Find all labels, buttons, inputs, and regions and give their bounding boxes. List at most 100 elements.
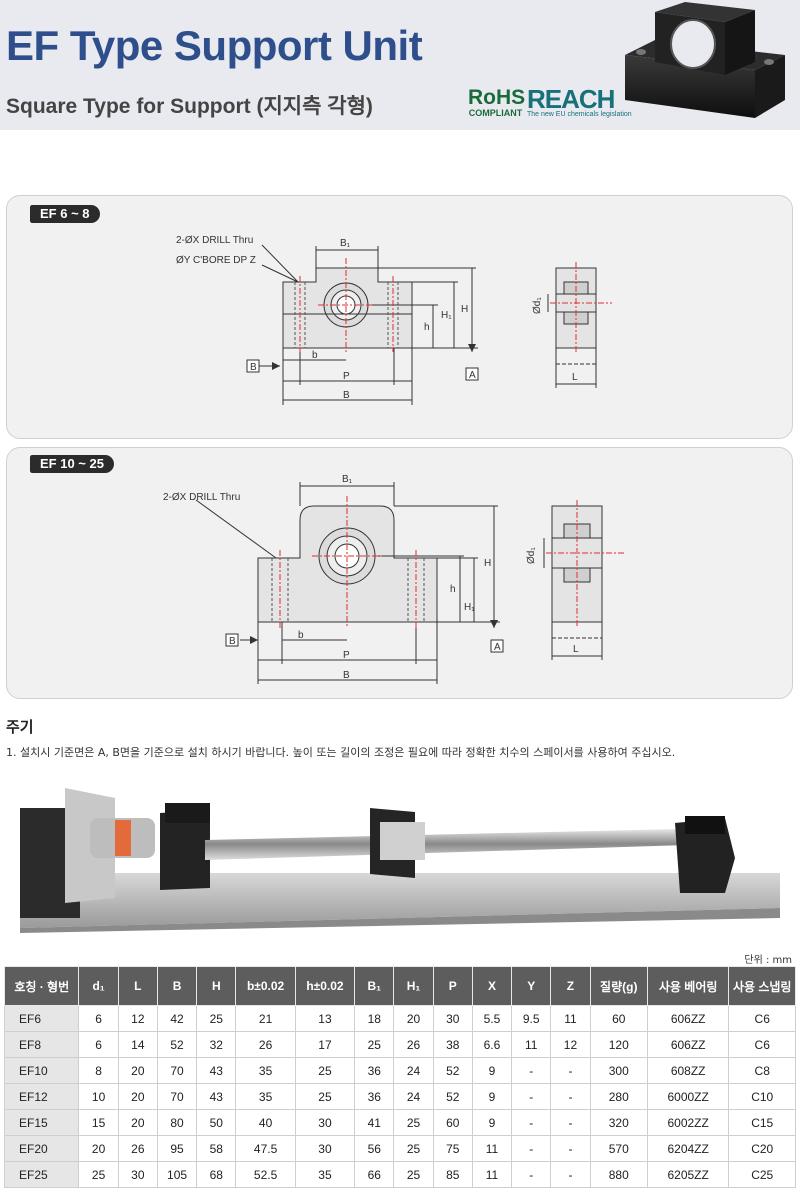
notes-title: 주기 — [6, 718, 34, 736]
table-cell: 30 — [294, 1109, 356, 1136]
table-cell: 24 — [393, 1057, 434, 1084]
table-cell: 80 — [156, 1109, 198, 1136]
d2-label-h1: H₁ — [464, 602, 475, 613]
panel-tag-ef10-25: EF 10 ~ 25 — [30, 455, 114, 473]
page-title: EF Type Support Unit — [6, 22, 423, 69]
table-cell: 6204ZZ — [646, 1135, 730, 1162]
table-cell: 9 — [471, 1083, 513, 1110]
table-cell: 26 — [393, 1031, 434, 1058]
table-cell: 25 — [294, 1057, 356, 1084]
table-cell: C25 — [728, 1161, 796, 1188]
table-cell: 66 — [354, 1161, 395, 1188]
table-cell: 14 — [117, 1031, 158, 1058]
th-b1: B₁ — [354, 966, 395, 1006]
spec-table: 호칭 · 형번 d₁ L B H b±0.02 h±0.02 B₁ H₁ P X… — [3, 966, 796, 1188]
drawing-ef10-25: 2-ØX DRILL Thru B₁ b P B h H₁ H B A Ød₁ … — [163, 474, 626, 684]
table-cell: 9.5 — [511, 1005, 552, 1032]
reach-logo-text: REACH — [527, 84, 615, 114]
d2-label-l: L — [573, 644, 579, 655]
table-cell: 43 — [196, 1083, 237, 1110]
table-cell: 60 — [589, 1005, 648, 1032]
page-subtitle: Square Type for Support (지지측 각형) — [6, 95, 373, 118]
table-cell: - — [550, 1135, 591, 1162]
th-h-tol: h±0.02 — [294, 966, 356, 1006]
table-unit: 단위 : mm — [744, 955, 792, 966]
table-cell: 570 — [589, 1135, 648, 1162]
table-cell: 120 — [589, 1031, 648, 1058]
d1-label-h: h — [424, 322, 430, 333]
table-cell: 50 — [196, 1109, 237, 1136]
d2-label-h: h — [450, 584, 456, 595]
table-cell: - — [511, 1057, 552, 1084]
table-cell: 36 — [354, 1083, 395, 1110]
table-cell: 25 — [294, 1083, 356, 1110]
table-cell: 35 — [294, 1161, 356, 1188]
table-cell: C20 — [728, 1135, 796, 1162]
reach-logo-subtext: The new EU chemicals legislation — [527, 111, 632, 118]
d2-drill-note: 2-ØX DRILL Thru — [163, 492, 240, 503]
table-cell: 26 — [117, 1135, 158, 1162]
th-h1: H₁ — [393, 966, 434, 1006]
table-cell: 5.5 — [471, 1005, 513, 1032]
table-cell: 6 — [78, 1031, 119, 1058]
table-cell: 17 — [294, 1031, 356, 1058]
table-cell-model: EF12 — [3, 1083, 80, 1110]
notes-text: 1. 설치시 기준면은 A, B면을 기준으로 설치 하시기 바랍니다. 높이 … — [6, 746, 676, 759]
table-cell: 20 — [117, 1083, 158, 1110]
th-l: L — [117, 966, 158, 1006]
table-cell: 606ZZ — [646, 1005, 730, 1032]
table-cell: 70 — [156, 1057, 198, 1084]
table-cell: C6 — [728, 1005, 796, 1032]
table-cell: 25 — [354, 1031, 395, 1058]
table-cell: 8 — [78, 1057, 119, 1084]
th-snapring: 사용 스냅링 — [728, 966, 796, 1006]
table-cell: - — [511, 1083, 552, 1110]
d1-label-h1: H₁ — [441, 310, 452, 321]
th-x: X — [471, 966, 513, 1006]
table-cell: 25 — [393, 1135, 434, 1162]
table-cell: 20 — [78, 1135, 119, 1162]
table-cell: 32 — [196, 1031, 237, 1058]
table-cell: 21 — [235, 1005, 296, 1032]
table-cell: 11 — [550, 1005, 591, 1032]
d1-label-l: L — [572, 372, 578, 383]
rohs-logo-text: RoHS — [468, 86, 526, 109]
th-bearing: 사용 베어링 — [646, 966, 730, 1006]
table-cell: 13 — [294, 1005, 356, 1032]
d2-label-p: P — [343, 650, 350, 661]
table-cell: 60 — [432, 1109, 473, 1136]
d1-label-p: P — [343, 371, 350, 382]
table-cell: 12 — [550, 1031, 591, 1058]
d2-label-d1: Ød₁ — [526, 547, 537, 564]
d2-label-b: b — [298, 630, 304, 641]
table-cell: 9 — [471, 1057, 513, 1084]
table-cell: - — [550, 1057, 591, 1084]
table-cell: C10 — [728, 1083, 796, 1110]
table-cell-model: EF25 — [3, 1161, 80, 1188]
table-cell: C6 — [728, 1031, 796, 1058]
table-cell: 18 — [354, 1005, 395, 1032]
table-cell: C8 — [728, 1057, 796, 1084]
table-cell: 40 — [235, 1109, 296, 1136]
rohs-logo: RoHS COMPLIANT — [468, 86, 526, 118]
table-cell: 25 — [78, 1161, 119, 1188]
d1-label-bw: B — [343, 390, 350, 401]
drawing-panel-ef10-25 — [6, 447, 793, 699]
d2-label-b1: B₁ — [342, 474, 353, 485]
d1-cbore-note: ØY C'BORE DP Z — [176, 255, 256, 266]
table-cell: 85 — [432, 1161, 473, 1188]
table-cell: 30 — [117, 1161, 158, 1188]
table-cell: 36 — [354, 1057, 395, 1084]
table-cell: - — [511, 1161, 552, 1188]
table-cell: 70 — [156, 1083, 198, 1110]
table-cell: 6000ZZ — [646, 1083, 730, 1110]
table-cell: 880 — [589, 1161, 648, 1188]
table-cell: 24 — [393, 1083, 434, 1110]
table-cell: 6002ZZ — [646, 1109, 730, 1136]
table-cell: 75 — [432, 1135, 473, 1162]
rohs-logo-subtext: COMPLIANT — [468, 108, 523, 118]
table-cell: - — [550, 1083, 591, 1110]
